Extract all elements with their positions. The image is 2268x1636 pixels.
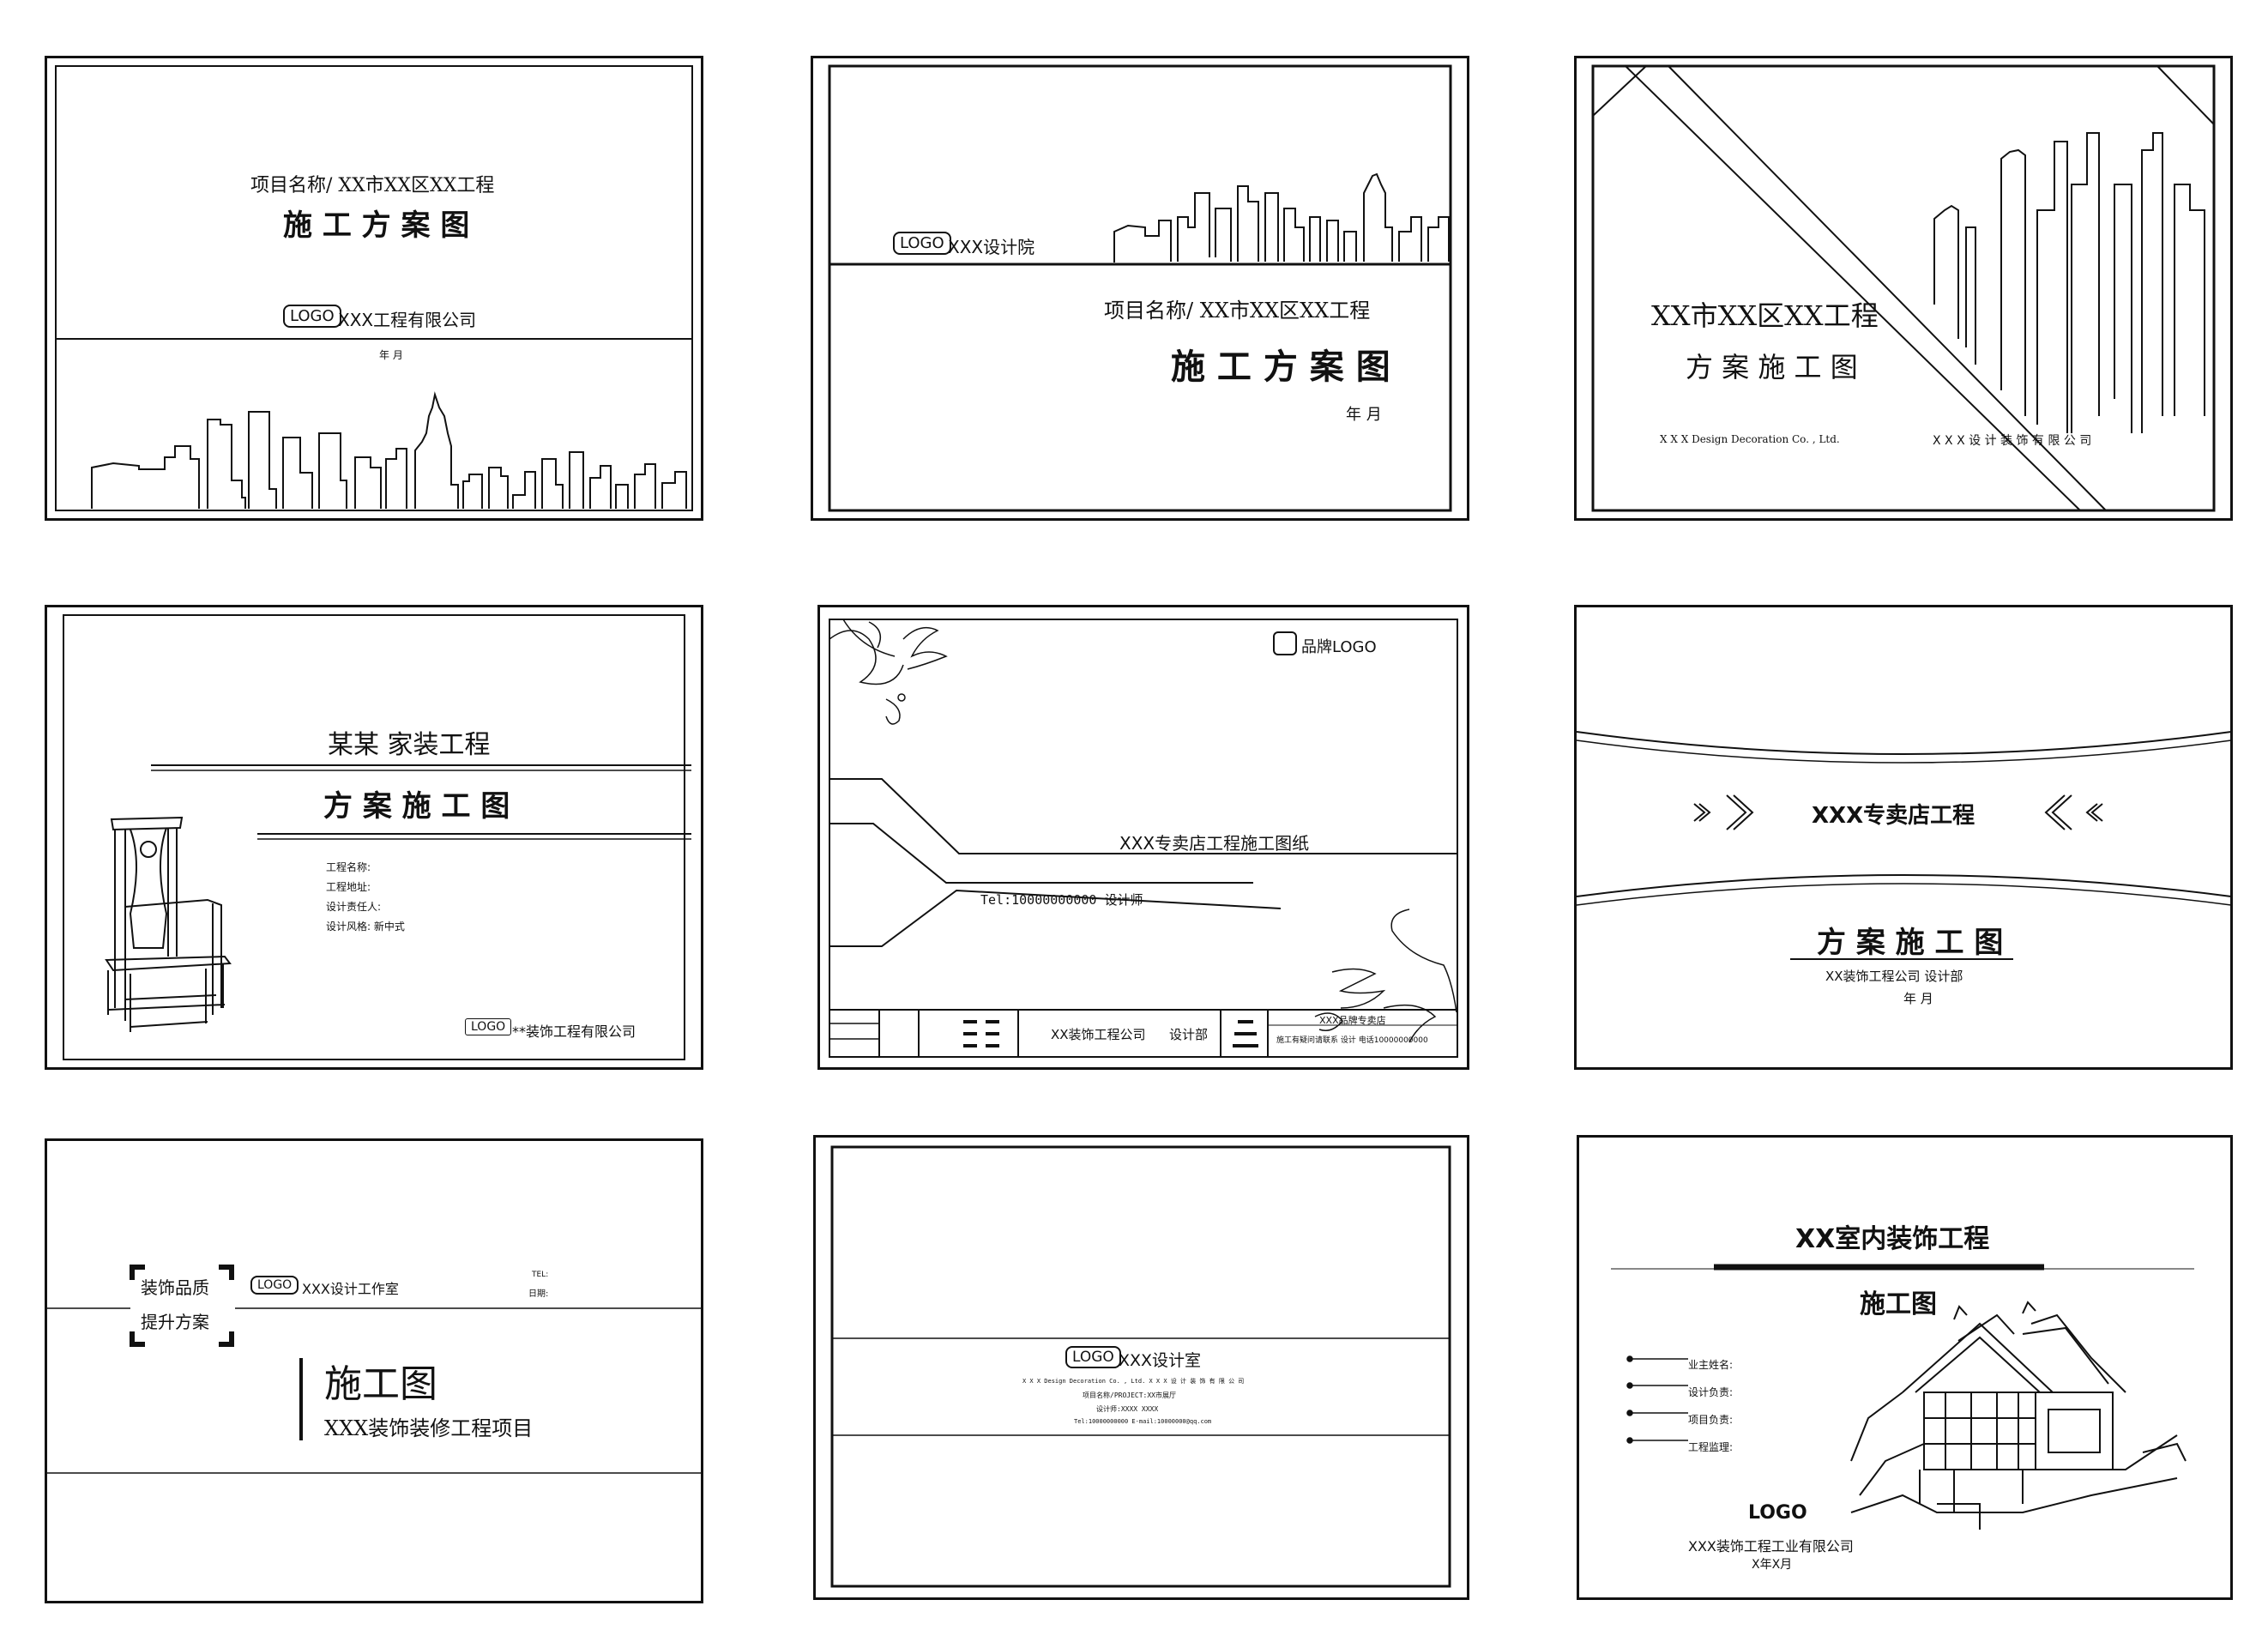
date-label: 年 月 <box>379 349 403 361</box>
field-address: 工程地址: <box>326 881 371 893</box>
card-title: XXX专卖店工程施工图纸 <box>1119 833 1310 854</box>
logo-badge: LOGO <box>1065 1346 1121 1368</box>
chevron-left-icon <box>2044 794 2103 830</box>
tel-label: TEL: <box>532 1271 549 1279</box>
date-label: 日期: <box>528 1289 549 1299</box>
card-8-cover: LOGO XXX设计室 X X X Design Decoration Co. … <box>813 1135 1469 1600</box>
field-designer: 设计责任人: <box>326 901 382 913</box>
footer-dept: 设计部 <box>1169 1027 1209 1042</box>
card-1-frame <box>45 56 703 521</box>
project-line: 项目名称/ XX市XX区XX工程 <box>250 175 495 196</box>
card-title: 施 工 方 案 图 <box>1171 347 1390 387</box>
brand-logo-box <box>1273 631 1297 655</box>
card-3-frame <box>1574 56 2233 521</box>
company-line: X X X Design Decoration Co. , Ltd. X X X… <box>1022 1378 1245 1385</box>
footer-brand: XXX品牌专卖店 <box>1319 1015 1386 1026</box>
field-project-name: 工程名称: <box>326 861 371 873</box>
date-label: X年X月 <box>1752 1558 1793 1572</box>
card-3-cover: XX市XX区XX工程 方 案 施 工 图 X X X Design Decora… <box>1574 56 2233 521</box>
card-1-cover: 项目名称/ XX市XX区XX工程 施 工 方 案 图 LOGO XXX工程有限公… <box>45 56 703 521</box>
bullet-line-icon <box>1626 1355 1688 1444</box>
card-2-cover: LOGO XXX设计院 项目名称/ XX市XX区XX工程 施 工 方 案 图 年… <box>811 56 1469 521</box>
card-subtitle: 方 案 施 工 图 <box>1686 351 1858 383</box>
project-line: 项目名称/ XX市XX区XX工程 <box>1104 299 1371 323</box>
logo-badge: LOGO <box>465 1018 512 1035</box>
project-name: 某某 家装工程 <box>328 730 491 760</box>
studio-name: XXX设计工作室 <box>302 1281 399 1297</box>
leaf-ornament-icon <box>1314 909 1457 1043</box>
card-9-cover: XX室内装饰工程 施工图 业主姓名: 设计负责: 项目负责: 工程监理: LOG… <box>1577 1135 2233 1600</box>
logo-badge: LOGO <box>250 1276 299 1295</box>
card-5-cover: 品牌LOGO XXX专卖店工程施工图纸 Tel:10000000000 设计师 … <box>817 605 1469 1070</box>
chair-icon <box>105 816 232 1032</box>
house-sketch-icon <box>1850 1301 2187 1530</box>
studio-name: XXX设计室 <box>1119 1351 1202 1370</box>
project-line: 项目名称/PROJECT:XX市展厅 <box>1083 1392 1176 1399</box>
company-cn: X X X 设 计 装 饰 有 限 公 司 <box>1933 434 2092 448</box>
tel-line: Tel:10000000000 设计师 <box>980 892 1143 908</box>
brand-logo: 品牌LOGO <box>1301 638 1377 656</box>
field-project-lead: 项目负责: <box>1688 1414 1734 1426</box>
company-en: X X X Design Decoration Co. , Ltd. <box>1660 433 1840 445</box>
field-list: 工程名称: 工程地址: 设计责任人: 设计风格: 新中式 <box>326 858 405 937</box>
corner-bracket-icon <box>130 1265 234 1347</box>
contact-line: Tel:10000000000 E-mail:10000000@qq.com <box>1074 1418 1212 1425</box>
designer-line: 设计师:XXXX XXXX <box>1096 1405 1159 1413</box>
company-line: XX装饰工程公司 设计部 <box>1825 969 1963 984</box>
studio-name: XXX设计院 <box>948 237 1035 257</box>
card-title: 施工图 <box>324 1362 437 1406</box>
logo-badge: LOGO <box>283 305 341 328</box>
badge-line-2: 提升方案 <box>141 1312 209 1332</box>
field-supervisor: 工程监理: <box>1688 1441 1734 1453</box>
footer-info: 施工有疑问请联系 设计 电话10000000000 <box>1276 1036 1428 1045</box>
field-list: 业主姓名: 设计负责: 项目负责: 工程监理: <box>1688 1351 1733 1461</box>
skyline-icon <box>91 391 687 509</box>
card-subtitle: 施工图 <box>1860 1289 1937 1319</box>
date-label: 年 月 <box>1903 991 1933 1006</box>
card-6-frame <box>1574 605 2233 1070</box>
card-5-frame <box>817 605 1469 1070</box>
company-name: **装饰工程有限公司 <box>512 1023 636 1040</box>
card-title: XX室内装饰工程 <box>1795 1224 1990 1254</box>
card-title: 方 案 施 工 图 <box>323 789 510 824</box>
badge-line-1: 装饰品质 <box>141 1277 209 1298</box>
field-design-lead: 设计负责: <box>1688 1386 1734 1398</box>
card-2-frame <box>811 56 1469 521</box>
card-9-frame <box>1577 1135 2233 1600</box>
card-subtitle: 方 案 施 工 图 <box>1817 926 2004 960</box>
logo-badge: LOGO <box>893 232 951 255</box>
field-style: 设计风格: 新中式 <box>326 921 405 933</box>
skyline-icon <box>1933 132 2205 433</box>
company-name: XXX装饰工程工业有限公司 <box>1688 1538 1854 1555</box>
card-8-frame <box>813 1135 1469 1600</box>
skyline-icon <box>1113 172 1450 263</box>
card-6-cover: XXX专卖店工程 方 案 施 工 图 XX装饰工程公司 设计部 年 月 <box>1574 605 2233 1070</box>
card-7-cover: 装饰品质 提升方案 LOGO XXX设计工作室 TEL: 日期: 施工图 XXX… <box>45 1138 703 1603</box>
card-title: XX市XX区XX工程 <box>1651 299 1879 332</box>
footer-company: XX装饰工程公司 <box>1051 1027 1146 1042</box>
card-title: XXX专卖店工程 <box>1812 803 1975 829</box>
company-name: XXX工程有限公司 <box>338 310 477 330</box>
title-block-icon <box>963 1020 1258 1047</box>
leaf-ornament-icon <box>829 619 948 725</box>
logo-text: LOGO <box>1748 1502 1807 1524</box>
chevron-right-icon <box>1693 794 1754 830</box>
card-subtitle: XXX装饰装修工程项目 <box>324 1416 534 1440</box>
card-title: 施 工 方 案 图 <box>283 208 470 243</box>
card-4-frame <box>45 605 703 1070</box>
field-owner: 业主姓名: <box>1688 1359 1734 1371</box>
card-4-cover: 某某 家装工程 方 案 施 工 图 工程名称: 工程地址: 设计责任人: 设计风… <box>45 605 703 1070</box>
card-7-frame <box>45 1138 703 1603</box>
date-label: 年 月 <box>1346 406 1382 424</box>
